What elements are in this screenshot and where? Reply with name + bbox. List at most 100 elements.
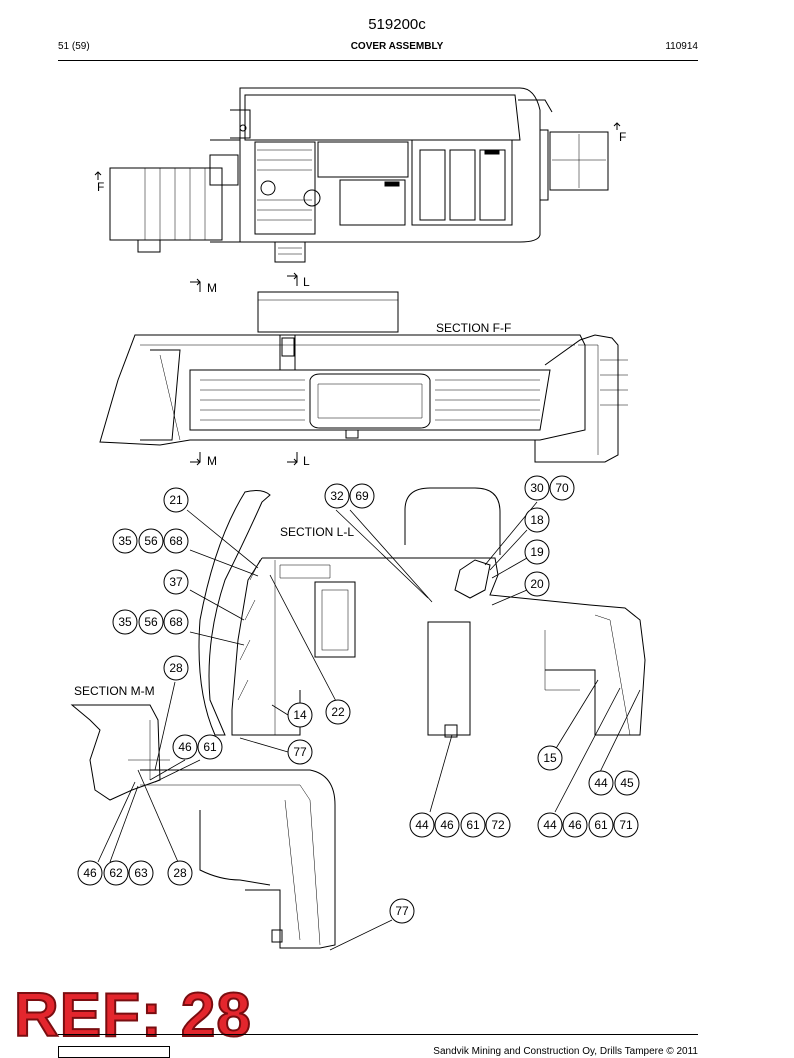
callout: 22 (325, 699, 351, 725)
svg-text:61: 61 (203, 740, 217, 754)
callout: 14 (287, 702, 313, 728)
svg-text:44: 44 (543, 818, 557, 832)
callout: 44 (409, 812, 435, 838)
callout: 46 (434, 812, 460, 838)
svg-text:37: 37 (169, 575, 183, 589)
svg-text:71: 71 (619, 818, 633, 832)
callout: 77 (389, 898, 415, 924)
callout: 28 (167, 860, 193, 886)
marker-m-bottom: M (207, 454, 217, 468)
callout: 44 (588, 770, 614, 796)
section-l-l (198, 487, 646, 738)
callout: 70 (549, 475, 575, 501)
svg-text:35: 35 (118, 615, 132, 629)
callout: 18 (524, 507, 550, 533)
section-m-m-label: SECTION M-M (74, 684, 155, 698)
svg-text:68: 68 (169, 615, 183, 629)
callout: 19 (524, 539, 550, 565)
callout: 28 (163, 655, 189, 681)
header-rule (58, 60, 698, 61)
section-f-f (99, 272, 628, 466)
callout: 68 (163, 609, 189, 635)
svg-text:77: 77 (395, 904, 409, 918)
marker-l-bottom: L (303, 454, 310, 468)
svg-text:28: 28 (169, 661, 183, 675)
callout: 61 (197, 734, 223, 760)
callout: 62 (103, 860, 129, 886)
svg-text:68: 68 (169, 534, 183, 548)
document-number: 519200c (368, 16, 426, 33)
footer-copyright: Sandvik Mining and Construction Oy, Dril… (433, 1046, 698, 1057)
callout: 30 (524, 475, 550, 501)
svg-text:46: 46 (178, 740, 192, 754)
marker-f-right: F (619, 130, 626, 144)
callout: 20 (524, 571, 550, 597)
svg-text:69: 69 (355, 489, 369, 503)
svg-text:45: 45 (620, 776, 634, 790)
callout: 61 (588, 812, 614, 838)
leader-lines (97, 501, 641, 951)
marker-m-top: M (207, 281, 217, 295)
callout: 72 (485, 812, 511, 838)
callout: 35 (112, 609, 138, 635)
top-view (94, 87, 621, 263)
svg-text:61: 61 (466, 818, 480, 832)
callout: 46 (172, 734, 198, 760)
callout: 37 (163, 569, 189, 595)
svg-text:32: 32 (330, 489, 344, 503)
callout: 63 (128, 860, 154, 886)
svg-text:14: 14 (293, 708, 307, 722)
callout: 77 (287, 739, 313, 765)
page-title: COVER ASSEMBLY (350, 41, 444, 52)
svg-text:70: 70 (555, 481, 569, 495)
svg-text:46: 46 (568, 818, 582, 832)
marker-f-left: F (97, 180, 104, 194)
svg-text:20: 20 (530, 577, 544, 591)
section-f-f-label: SECTION F-F (436, 321, 512, 335)
svg-text:46: 46 (440, 818, 454, 832)
ref-stamp: REF: 28 (13, 981, 252, 1050)
svg-text:30: 30 (530, 481, 544, 495)
callout: 44 (537, 812, 563, 838)
callout: 56 (138, 528, 164, 554)
svg-text:46: 46 (83, 866, 97, 880)
section-markers: F F M L M L (97, 130, 626, 468)
svg-text:15: 15 (543, 751, 557, 765)
svg-text:18: 18 (530, 513, 544, 527)
callout-bubbles: 21 32 69 30 70 18 19 20 35 56 68 37 35 5… (77, 475, 640, 924)
callout: 21 (163, 487, 189, 513)
section-m-m (70, 704, 336, 949)
svg-text:56: 56 (144, 615, 158, 629)
svg-text:61: 61 (594, 818, 608, 832)
callout: 45 (614, 770, 640, 796)
svg-text:35: 35 (118, 534, 132, 548)
svg-text:19: 19 (530, 545, 544, 559)
callout: 68 (163, 528, 189, 554)
section-l-l-label: SECTION L-L (280, 525, 355, 539)
sandvik-logo (58, 1046, 170, 1058)
callout: 35 (112, 528, 138, 554)
footer-rule (58, 1034, 698, 1035)
svg-text:44: 44 (594, 776, 608, 790)
callout: 56 (138, 609, 164, 635)
callout: 46 (562, 812, 588, 838)
callout: 15 (537, 745, 563, 771)
svg-text:72: 72 (491, 818, 505, 832)
callout: 46 (77, 860, 103, 886)
marker-l-top: L (303, 275, 310, 289)
drawing-code: 110914 (665, 41, 698, 52)
callout: 69 (349, 483, 375, 509)
page-number: 51 (59) (58, 41, 90, 52)
callout: 71 (613, 812, 639, 838)
svg-text:22: 22 (331, 705, 345, 719)
svg-text:62: 62 (109, 866, 123, 880)
svg-text:28: 28 (173, 866, 187, 880)
svg-text:44: 44 (415, 818, 429, 832)
svg-text:56: 56 (144, 534, 158, 548)
svg-text:63: 63 (134, 866, 148, 880)
svg-text:21: 21 (169, 493, 183, 507)
svg-text:77: 77 (293, 745, 307, 759)
callout: 61 (460, 812, 486, 838)
callout: 32 (324, 483, 350, 509)
